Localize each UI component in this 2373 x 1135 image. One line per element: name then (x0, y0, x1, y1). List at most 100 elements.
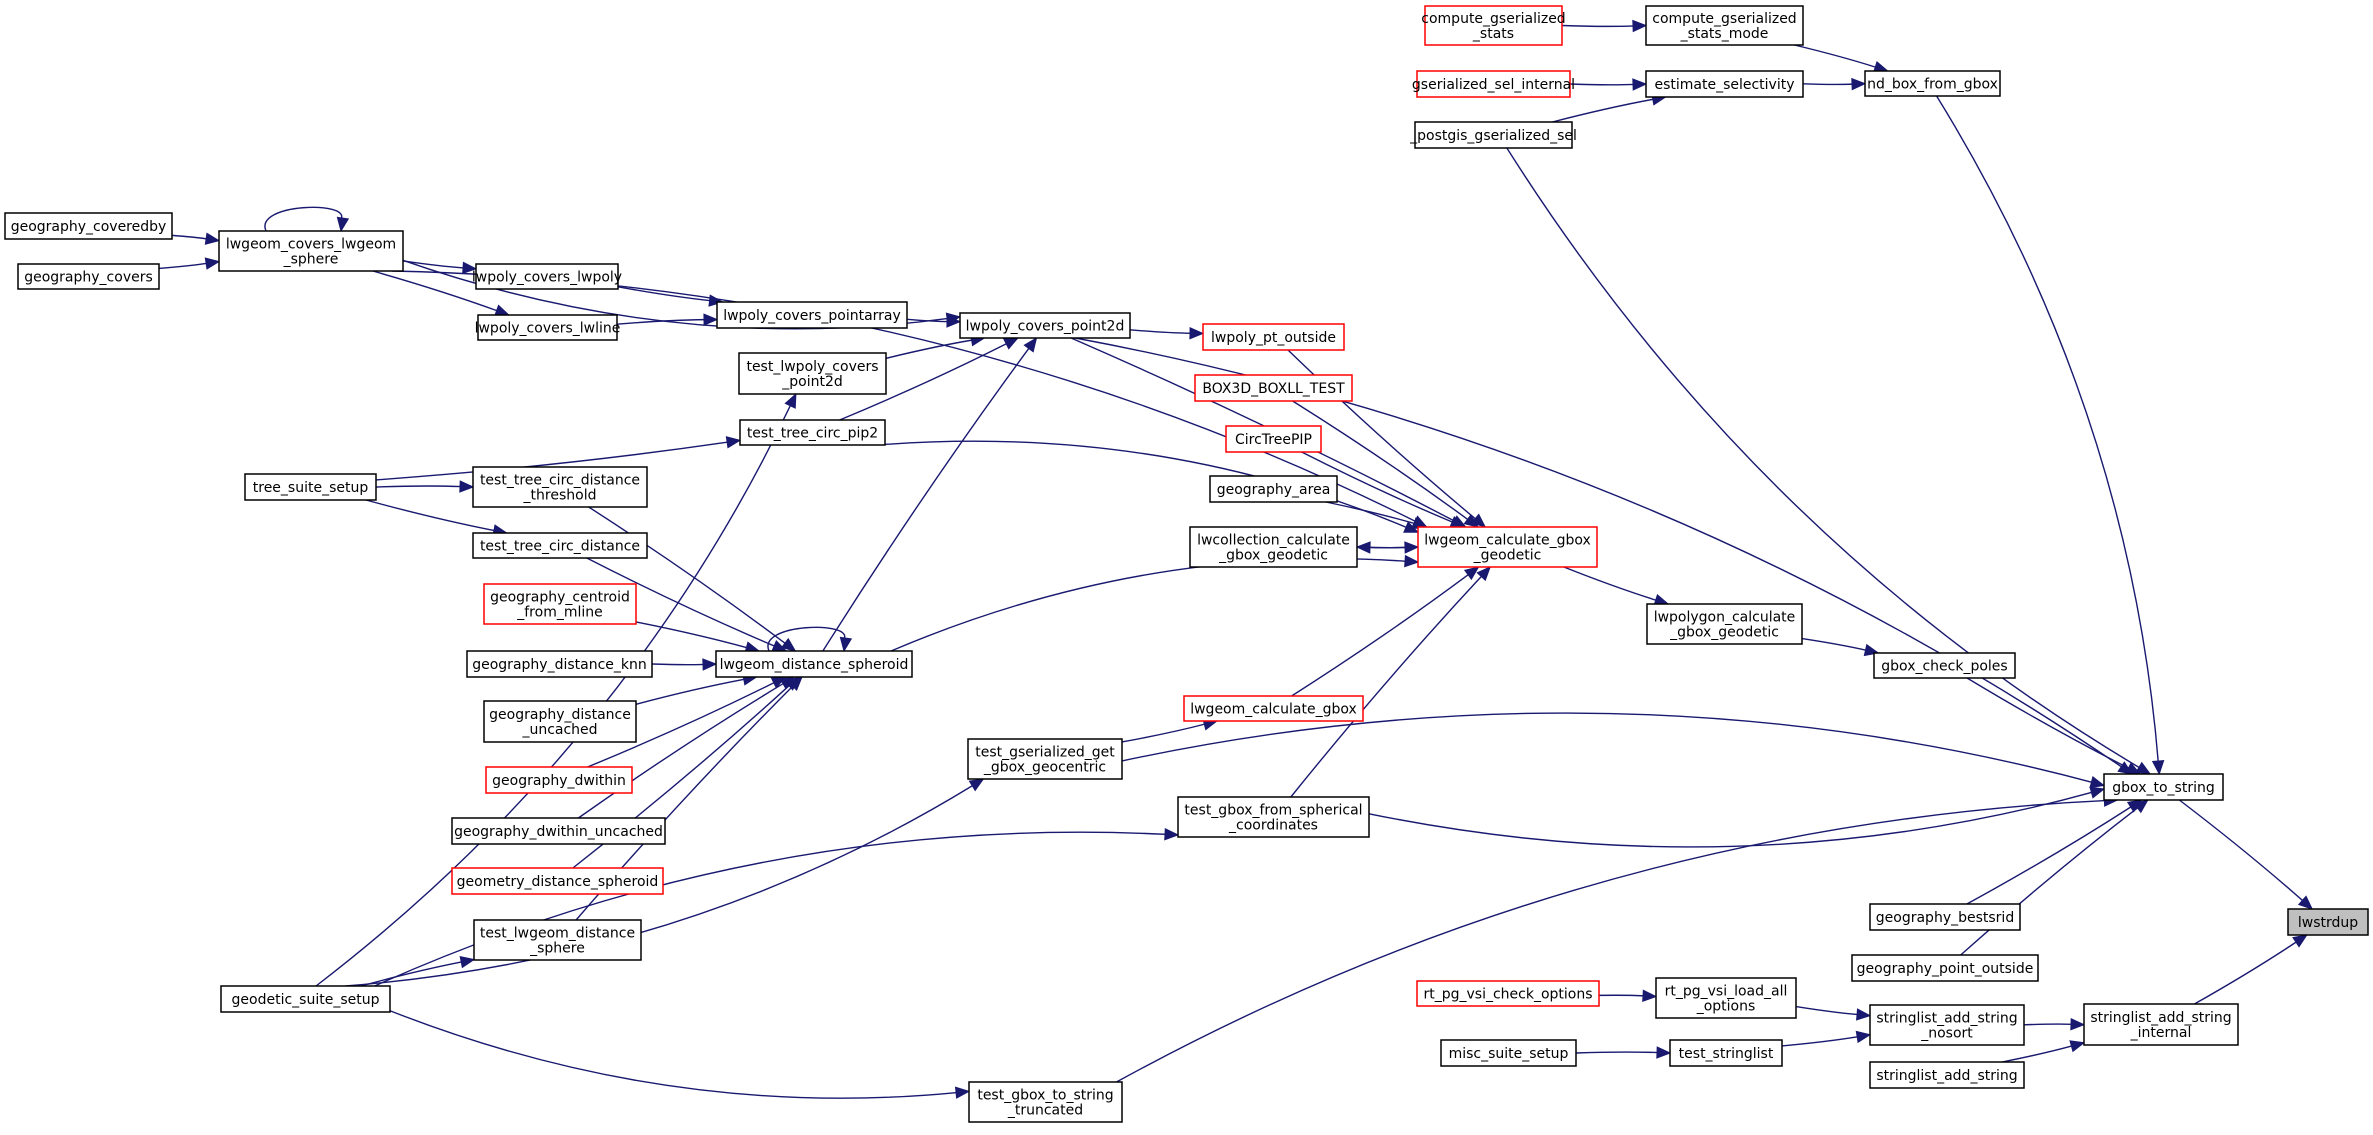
node-box (451, 817, 666, 845)
node-lwgeom_distance_spheroid[interactable]: lwgeom_distance_spheroid (715, 650, 913, 678)
node-box (451, 867, 664, 895)
node-test_tree_circ_pip2[interactable]: test_tree_circ_pip2 (739, 419, 886, 446)
edge-lwpoly_covers_point2d-to-lwpoly_pt_outside-arrowhead (1189, 327, 1205, 340)
node-lwgeom_calculate_gbox_geodetic[interactable]: lwgeom_calculate_gbox_geodetic (1417, 526, 1598, 568)
edge-lwgeom_calculate_gbox_geodetic-to-lwpolygon_calculate_gbox_geodetic-line (1563, 566, 1657, 602)
node-geography_distance_uncached[interactable]: geography_distance_uncached (483, 700, 637, 743)
edge-stringlist_add_string_nosort-to-stringlist_add_string_internal-line (2023, 1023, 2073, 1026)
edge-_postgis_gserialized_sel-to-gbox_to_string-arrowhead (2135, 761, 2152, 775)
node-geography_distance_knn[interactable]: geography_distance_knn (466, 650, 653, 678)
node-BOX3D_BOXLL_TEST[interactable]: BOX3D_BOXLL_TEST (1194, 374, 1353, 402)
edge-lwpoly_covers_lwline-to-lwpoly_covers_pointarray-line (616, 318, 706, 325)
edge-lwgeom_covers_lwgeom_sphere-to-lwgeom_covers_lwgeom_sphere-arrowhead (336, 216, 350, 233)
node-geography_covers[interactable]: geography_covers (17, 263, 160, 290)
node-CircTreePIP[interactable]: CircTreePIP (1225, 425, 1322, 453)
edge-geodetic_suite_setup-to-test_lwgeom_distance_sphere-line (360, 961, 463, 987)
node-test_tree_circ_distance[interactable]: test_tree_circ_distance (472, 532, 648, 559)
node-box (477, 314, 618, 341)
edge-test_gbox_from_spherical_coordinates-to-gbox_to_string (1368, 786, 2106, 848)
node-test_gserialized_get_gbox_geocentric[interactable]: test_gserialized_get_gbox_geocentric (967, 738, 1123, 780)
edge-stringlist_add_string_nosort-to-stringlist_add_string_internal-arrowhead (2070, 1017, 2086, 1031)
node-lwcollection_calculate_gbox_geodetic[interactable]: lwcollection_calculate_gbox_geodetic (1189, 526, 1358, 568)
edge-tree_suite_setup-to-test_tree_circ_distance_threshold (375, 480, 475, 493)
node-test_lwgeom_distance_sphere[interactable]: test_lwgeom_distance_sphere (473, 919, 642, 961)
edge-CircTreePIP-to-lwgeom_calculate_gbox_geodetic-line (1301, 451, 1454, 524)
node-tree_suite_setup[interactable]: tree_suite_setup (244, 473, 377, 501)
edge-geodetic_suite_setup-to-test_lwgeom_distance_sphere (360, 956, 476, 987)
edge-BOX3D_BOXLL_TEST-to-lwgeom_calculate_gbox_geodetic-line (1292, 400, 1469, 521)
node-geography_point_outside[interactable]: geography_point_outside (1851, 954, 2039, 982)
node-geography_dwithin_uncached[interactable]: geography_dwithin_uncached (451, 817, 666, 845)
edge-estimate_selectivity-to-nd_box_from_gbox (1802, 77, 1867, 91)
node-test_tree_circ_distance_threshold[interactable]: test_tree_circ_distance_threshold (472, 466, 648, 508)
node-geodetic_suite_setup[interactable]: geodetic_suite_setup (220, 985, 391, 1013)
edge-lwgeom_distance_spheroid-to-lwpoly_covers_point2d-line (822, 347, 1030, 652)
edge-gserialized_sel_internal-to-estimate_selectivity-line (1569, 83, 1635, 86)
node-compute_gserialized_stats[interactable]: compute_gserialized_stats (1421, 5, 1566, 46)
node-nd_box_from_gbox[interactable]: nd_box_from_gbox (1864, 70, 2001, 97)
node-stringlist_add_string_nosort[interactable]: stringlist_add_string_nosort (1869, 1004, 2025, 1046)
node-test_gbox_to_string_truncated[interactable]: test_gbox_to_string_truncated (968, 1081, 1123, 1123)
node-test_gbox_from_spherical_coordinates[interactable]: test_gbox_from_spherical_coordinates (1177, 796, 1370, 838)
node-stringlist_add_string[interactable]: stringlist_add_string (1869, 1061, 2025, 1089)
node-rt_pg_vsi_load_all_options[interactable]: rt_pg_vsi_load_all_options (1655, 977, 1797, 1019)
edge-test_gserialized_get_gbox_geocentric-to-gbox_to_string-line (1121, 712, 2093, 784)
node-label: _internal (2130, 1025, 2192, 1041)
node-lwpolygon_calculate_gbox_geodetic[interactable]: lwpolygon_calculate_gbox_geodetic (1646, 603, 1803, 645)
node-test_stringlist[interactable]: test_stringlist (1669, 1039, 1783, 1067)
edge-_postgis_gserialized_sel-to-gbox_to_string (1506, 147, 2152, 775)
edge-nd_box_from_gbox-to-gbox_to_string-arrowhead (2151, 760, 2165, 776)
node-box (483, 700, 637, 743)
edge-lwpoly_covers_pointarray-to-lwpoly_covers_point2d-arrowhead (946, 315, 962, 328)
node-label: rt_pg_vsi_load_all (1665, 984, 1788, 1000)
edge-lwgeom_covers_lwgeom_sphere-to-lwgeom_covers_lwgeom_sphere-line (264, 206, 343, 232)
edge-misc_suite_setup-to-test_stringlist-line (1575, 1051, 1659, 1054)
edge-lwgeom_calculate_gbox_geodetic-to-lwpolygon_calculate_gbox_geodetic (1563, 566, 1670, 606)
edge-test_stringlist-to-stringlist_add_string_nosort (1781, 1030, 1872, 1047)
edge-test_gbox_from_spherical_coordinates-to-lwgeom_calculate_gbox_geodetic (1290, 566, 1492, 798)
node-label: compute_gserialized (1652, 11, 1796, 27)
node-lwpoly_covers_pointarray[interactable]: lwpoly_covers_pointarray (716, 301, 908, 329)
node-geometry_distance_spheroid[interactable]: geometry_distance_spheroid (451, 867, 664, 895)
edge-stringlist_add_string-to-stringlist_add_string_internal-line (2001, 1045, 2073, 1063)
node-geography_area[interactable]: geography_area (1209, 475, 1338, 503)
node-label: lwcollection_calculate (1197, 533, 1350, 549)
edge-nd_box_from_gbox-to-gbox_to_string-line (1936, 95, 2159, 763)
node-misc_suite_setup[interactable]: misc_suite_setup (1440, 1039, 1577, 1067)
node-label: geography_covers (24, 270, 153, 286)
node-gserialized_sel_internal[interactable]: gserialized_sel_internal (1412, 70, 1575, 98)
node-lwgeom_covers_lwgeom_sphere[interactable]: lwgeom_covers_lwgeom_sphere (218, 230, 404, 272)
node-label: _postgis_gserialized_sel (1409, 128, 1577, 144)
node-test_lwpoly_covers_point2d[interactable]: test_lwpoly_covers_point2d (738, 352, 887, 395)
node-lwpoly_covers_lwpoly[interactable]: lwpoly_covers_lwpoly (472, 263, 622, 290)
edge-lwpoly_covers_lwpoly-to-lwpoly_covers_pointarray-line (617, 286, 711, 302)
node-box (1202, 323, 1345, 351)
node-geography_coveredby[interactable]: geography_coveredby (4, 212, 173, 240)
node-geography_dwithin[interactable]: geography_dwithin (485, 766, 633, 794)
node-box (1424, 5, 1563, 46)
node-box (485, 766, 633, 794)
edge-lwpoly_pt_outside-to-lwgeom_calculate_gbox_geodetic-line (1287, 349, 1477, 520)
node-compute_gserialized_stats_mode[interactable]: compute_gserialized_stats_mode (1645, 5, 1804, 46)
node-lwpoly_covers_lwline[interactable]: lwpoly_covers_lwline (475, 314, 621, 341)
node-lwpoly_covers_point2d[interactable]: lwpoly_covers_point2d (959, 312, 1131, 339)
node-geography_bestsrid[interactable]: geography_bestsrid (1869, 903, 2021, 931)
edge-lwgeom_covers_lwgeom_sphere-to-lwpoly_covers_lwline-arrowhead (494, 304, 511, 317)
node-box (1864, 70, 2001, 97)
node-box (1869, 1061, 2025, 1089)
node-gbox_check_poles[interactable]: gbox_check_poles (1873, 652, 2016, 679)
node-estimate_selectivity[interactable]: estimate_selectivity (1645, 70, 1804, 98)
node-label: _gbox_geodetic (1669, 625, 1779, 641)
edge-lwpoly_covers_point2d-to-lwpoly_pt_outside-line (1129, 329, 1192, 334)
node-lwpoly_pt_outside[interactable]: lwpoly_pt_outside (1202, 323, 1345, 351)
node-label: test_tree_circ_distance (480, 473, 640, 489)
node-geography_centroid_from_mline[interactable]: geography_centroid_from_mline (483, 583, 637, 625)
edge-lwgeom_calculate_gbox_geodetic-to-lwcollection_calculate_gbox_geodetic-arrowhead (1355, 541, 1371, 554)
node-lwstrdup[interactable]: lwstrdup (2287, 908, 2369, 936)
node-stringlist_add_string_internal[interactable]: stringlist_add_string_internal (2083, 1003, 2239, 1046)
node-_postgis_gserialized_sel[interactable]: _postgis_gserialized_sel (1409, 121, 1577, 149)
node-gbox_to_string[interactable]: gbox_to_string (2103, 773, 2224, 801)
node-rt_pg_vsi_check_options[interactable]: rt_pg_vsi_check_options (1416, 980, 1600, 1007)
node-lwgeom_calculate_gbox[interactable]: lwgeom_calculate_gbox (1183, 695, 1364, 722)
node-label: geography_coveredby (11, 219, 167, 235)
